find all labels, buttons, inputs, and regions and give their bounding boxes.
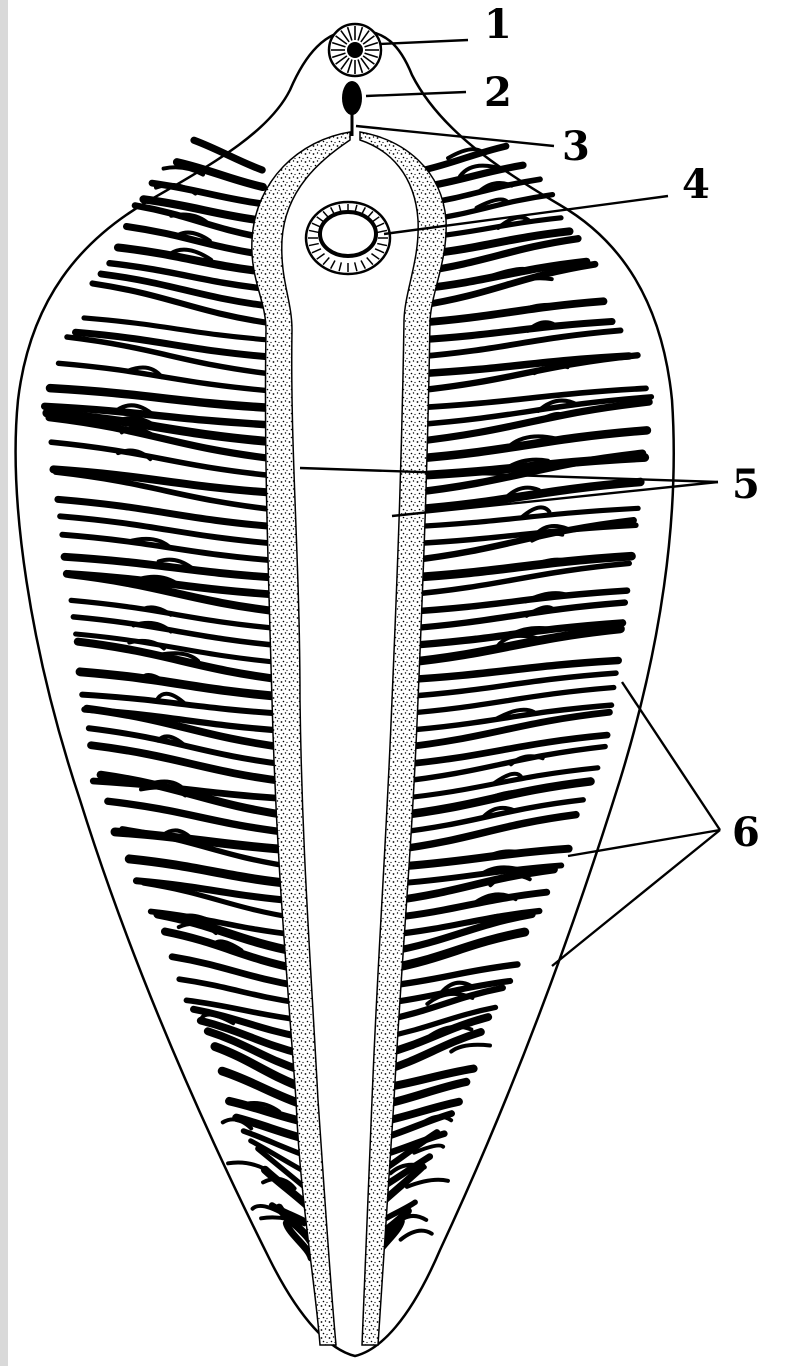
leader-1	[380, 40, 468, 44]
callout-5: 5	[732, 461, 760, 508]
callout-2: 2	[484, 69, 512, 116]
ventral-sucker	[306, 202, 390, 274]
leader-6a	[622, 682, 720, 830]
callout-4: 4	[682, 161, 710, 208]
callout-1: 1	[484, 1, 512, 48]
callout-3: 3	[562, 123, 590, 170]
callout-6: 6	[732, 809, 760, 856]
oral-sucker	[329, 24, 381, 76]
pharynx	[342, 81, 362, 115]
